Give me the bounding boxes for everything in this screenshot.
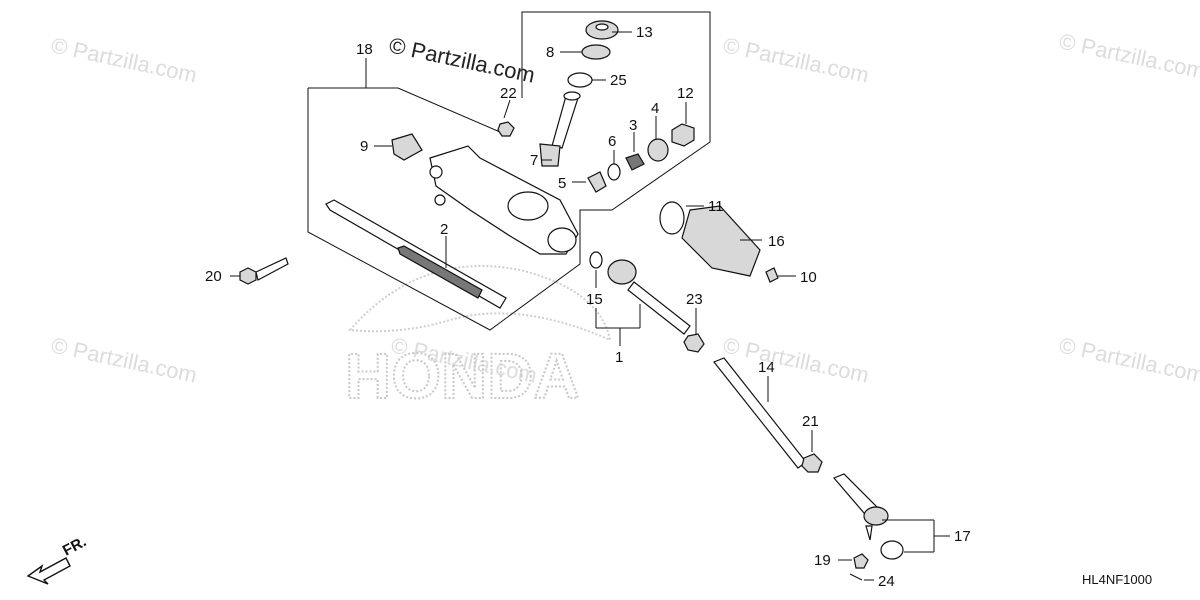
- cap-part-13-hole: [595, 23, 609, 31]
- nut-part-19: [853, 553, 869, 569]
- pinion-shaft-part-7: [539, 91, 581, 167]
- nut-part-22: [497, 121, 515, 137]
- bolt-part-20: [239, 257, 289, 285]
- front-arrow-icon: [26, 557, 71, 585]
- boot-part-16: [681, 205, 761, 277]
- watermark-text: © Partzilla.com: [1057, 28, 1200, 83]
- callout-1: 1: [615, 349, 623, 366]
- spring-part-3: [625, 153, 645, 171]
- front-label: FR.: [60, 533, 89, 559]
- callout-2: 2: [440, 221, 448, 238]
- yoke-part-4: [647, 138, 669, 162]
- inner-tie-rod-part-1: [607, 259, 691, 335]
- callout-22: 22: [500, 85, 517, 102]
- callout-20: 20: [205, 268, 222, 285]
- callout-8: 8: [546, 44, 554, 61]
- clamp-part-9: [391, 133, 423, 161]
- nut-part-23: [683, 333, 705, 353]
- callout-5: 5: [558, 175, 566, 192]
- callout-13: 13: [636, 24, 653, 41]
- callout-23: 23: [686, 291, 703, 308]
- callout-12: 12: [677, 85, 694, 102]
- watermark-text: © Partzilla.com: [721, 32, 871, 87]
- callout-18: 18: [356, 41, 373, 58]
- callout-25: 25: [610, 72, 627, 89]
- washer-part-15: [589, 251, 603, 269]
- boot-part-17: [880, 540, 904, 560]
- callout-7: 7: [530, 152, 538, 169]
- honda-logo-watermark: HONDA: [344, 265, 612, 413]
- callout-24: 24: [878, 573, 895, 590]
- callout-10: 10: [800, 269, 817, 286]
- watermark-text: © Partzilla.com: [49, 332, 199, 387]
- callout-11: 11: [708, 198, 724, 215]
- watermark-text: © Partzilla.com: [49, 32, 199, 87]
- group-box-outline: [307, 11, 711, 331]
- circlip-part-25: [567, 72, 593, 88]
- callout-3: 3: [629, 117, 637, 134]
- pin-part-24: [849, 573, 863, 581]
- callout-9: 9: [360, 138, 368, 155]
- watermark-text: © Partzilla.com: [721, 332, 871, 387]
- band-part-11: [659, 201, 685, 235]
- leader-lines: [230, 31, 950, 581]
- callout-14: 14: [758, 359, 775, 376]
- honda-brand-text: HONDA: [345, 340, 580, 412]
- callout-4: 4: [651, 100, 659, 117]
- o-ring-part-6: [607, 163, 621, 181]
- nut-part-21: [801, 453, 823, 473]
- callout-15: 15: [586, 291, 603, 308]
- plug-part-5: [587, 171, 607, 193]
- callout-labels: 18 2 9 20 7 5 22 13 8 25 3 6 4 12 11 16 …: [205, 24, 971, 590]
- callout-17: 17: [954, 528, 971, 545]
- steering-rack-housing: [429, 145, 579, 255]
- seal-part-8: [581, 44, 611, 60]
- watermark-text-dark: © Partzilla.com: [387, 32, 537, 87]
- locknut-part-12: [671, 123, 695, 147]
- group-box-18: [308, 87, 501, 133]
- callout-21: 21: [802, 413, 819, 430]
- rack-bar: [325, 199, 507, 309]
- callout-19: 19: [814, 552, 831, 569]
- front-direction-indicator: FR.: [26, 533, 89, 585]
- callout-6: 6: [608, 133, 616, 150]
- diagram-code: HL4NF1000: [1082, 572, 1152, 587]
- callout-16: 16: [768, 233, 785, 250]
- clip-part-10: [765, 267, 779, 283]
- tie-rod-end-part-17: [832, 473, 889, 541]
- watermark-text: © Partzilla.com: [1057, 332, 1200, 387]
